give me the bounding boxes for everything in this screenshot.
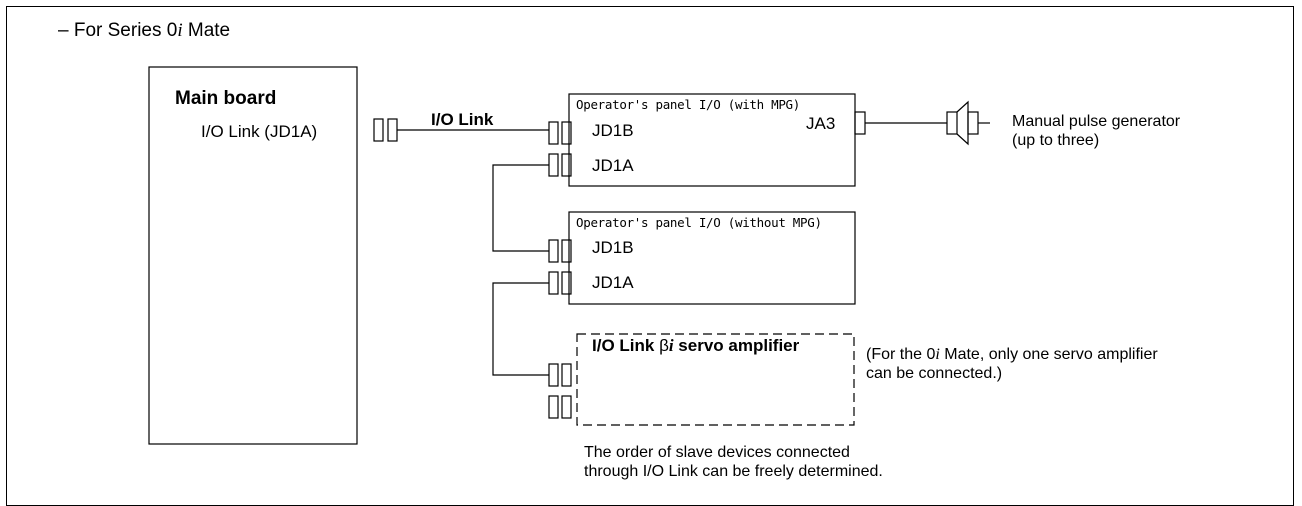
main-board-box [148,66,358,445]
panel-with-mpg-box [568,93,856,187]
main-board-port-label: I/O Link (JD1A) [201,122,318,141]
mpg-label: Manual pulse generator (up to three) [1012,112,1180,150]
servo-note: (For the 0i Mate, only one servo amplifi… [866,345,1158,383]
main-connector-b [387,118,398,142]
footnote-line1: The order of slave devices connected [584,444,850,461]
io-link-label: I/O Link [431,110,494,129]
title-prefix: – For Series 0 [58,20,178,41]
panel-without-mpg-jd1b: JD1B [592,238,634,257]
main-board-title: Main board [175,88,277,109]
beta-symbol: β [659,336,669,355]
footnote-line2: through I/O Link can be freely determine… [584,463,883,480]
panel-with-mpg-title: Operator's panel I/O (with MPG) [576,97,800,112]
mpg-label-line1: Manual pulse generator [1012,113,1181,130]
title-suffix: Mate [182,20,231,41]
panel-without-mpg-jd1a: JD1A [592,273,634,292]
panel-with-mpg-ja3: JA3 [806,114,836,133]
panel-with-mpg-jd1a: JD1A [592,156,634,175]
servo-note-line1: (For the 0i Mate, only one servo amplifi… [866,346,1158,363]
servo-note-line2: can be connected.) [866,365,1003,382]
title-italic: i [177,20,183,41]
panel-without-mpg-box [568,211,856,305]
panel-with-mpg-jd1b: JD1B [592,121,634,140]
servo-amplifier-box [576,333,855,426]
main-connector-a [373,118,384,142]
diagram-title: – For Series 0i Mate [58,20,230,42]
mpg-label-line2: (up to three) [1012,132,1100,149]
footnote: The order of slave devices connected thr… [584,443,883,481]
panel-without-mpg-title: Operator's panel I/O (without MPG) [576,215,822,230]
servo-amplifier-title: I/O Link βi servo amplifier [592,336,800,355]
